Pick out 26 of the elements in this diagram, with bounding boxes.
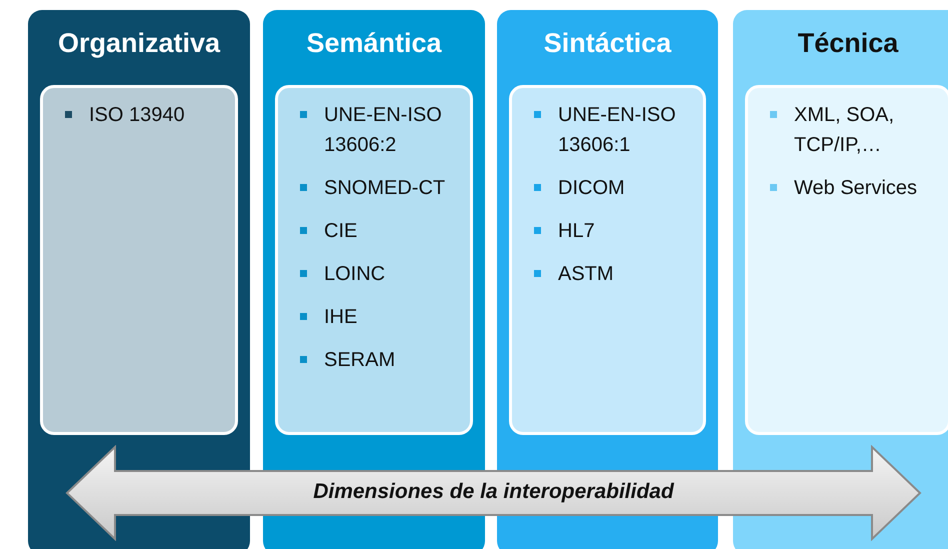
bullet-item: IHE (278, 302, 460, 332)
bullet-item: SNOMED-CT (278, 173, 460, 203)
arrow-label: Dimensiones de la interoperabilidad (312, 480, 676, 504)
list-box (275, 85, 473, 435)
bullet-item: HL7 (512, 216, 693, 246)
bullet-item: XML, SOA, TCP/IP,… (748, 100, 938, 160)
list-box (509, 85, 706, 435)
list-box (745, 85, 948, 435)
column-heading: Organizativa (56, 28, 222, 59)
bullet-item: UNE-EN-ISO 13606:1 (512, 100, 693, 160)
list-box (40, 85, 238, 435)
bullet-item: ISO 13940 (43, 100, 225, 130)
bullet-item: LOINC (278, 259, 460, 289)
bullet-item: SERAM (278, 345, 460, 375)
column-panel (733, 10, 948, 549)
column-heading: Técnica (796, 28, 900, 59)
column-heading: Sintáctica (542, 28, 672, 59)
bullet-item: ASTM (512, 259, 693, 289)
double-arrow (65, 445, 922, 541)
column-panel (28, 10, 250, 549)
bullet-item: DICOM (512, 173, 693, 203)
bullet-item: CIE (278, 216, 460, 246)
column-panel (497, 10, 718, 549)
bullet-item: Web Services (748, 173, 938, 203)
bullet-item: UNE-EN-ISO 13606:2 (278, 100, 460, 160)
column-heading: Semántica (305, 28, 443, 59)
